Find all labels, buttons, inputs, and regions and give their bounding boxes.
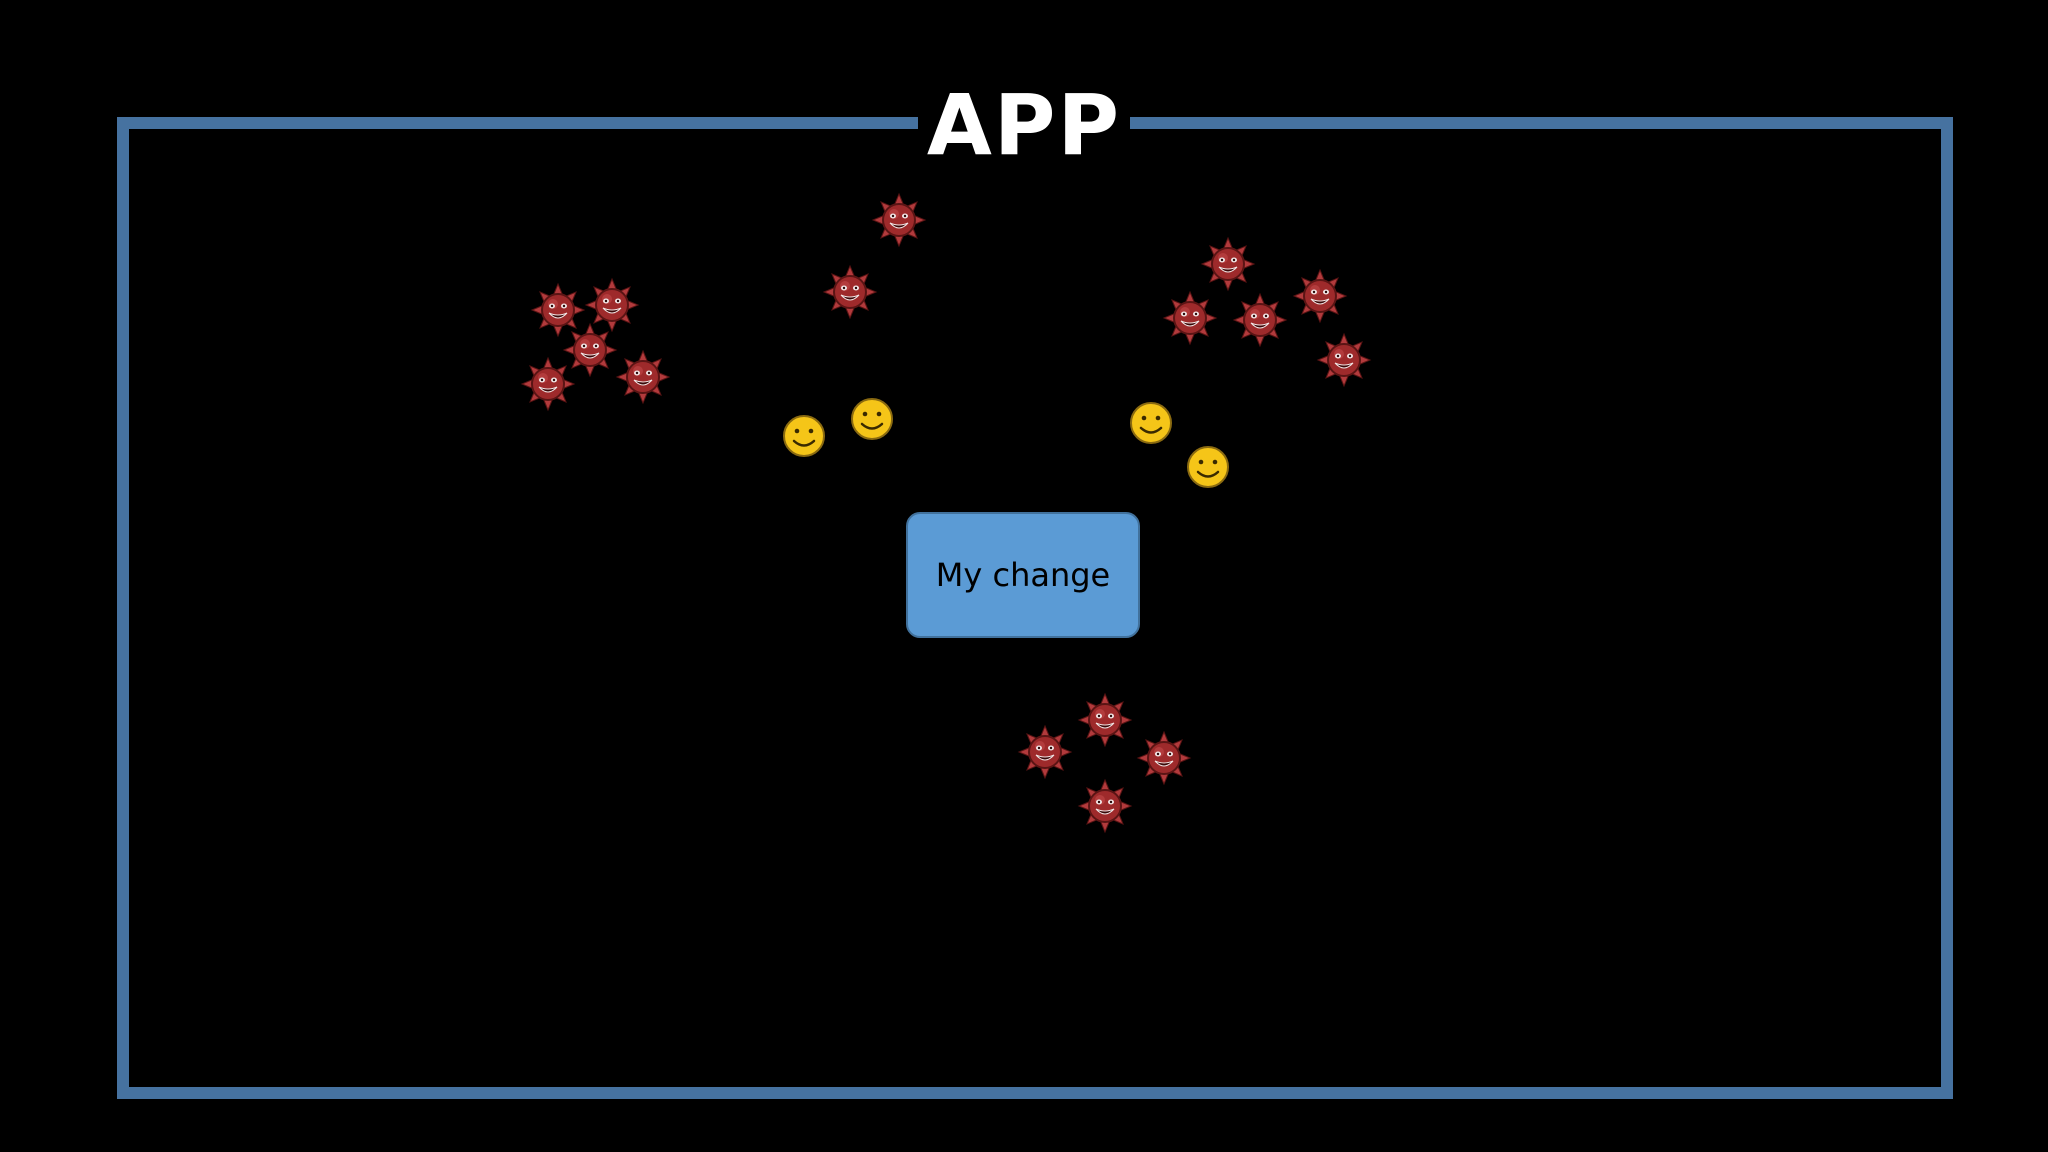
app-frame bbox=[117, 117, 1953, 1099]
my-change-box: My change bbox=[906, 512, 1140, 638]
app-title: APP bbox=[926, 76, 1122, 174]
my-change-label: My change bbox=[935, 556, 1111, 594]
app-title-container: APP bbox=[918, 70, 1130, 180]
